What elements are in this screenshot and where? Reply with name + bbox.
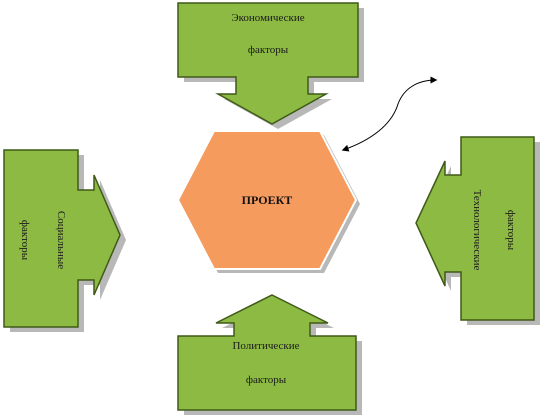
economic-label-line1: Экономические	[231, 12, 304, 24]
technological-label-line2: факторы	[505, 210, 517, 251]
economic-label-line2: факторы	[248, 44, 289, 56]
project-hexagon: ПРОЕКТ	[176, 130, 360, 273]
technological-label-line1: Технологические	[471, 190, 483, 271]
social-callout-shape	[3, 149, 121, 328]
social-factor-callout: Социальные факторы	[3, 149, 126, 332]
political-callout-shape	[177, 294, 357, 411]
technological-callout-shape	[415, 136, 535, 321]
social-label-line1: Социальные	[55, 211, 67, 269]
social-label-line2: факторы	[19, 220, 31, 261]
political-label-line2: факторы	[246, 374, 287, 386]
curved-double-arrow	[341, 76, 438, 152]
political-factor-callout: Политические факторы	[177, 294, 362, 415]
technological-factor-callout: Технологические факторы	[415, 136, 540, 325]
project-hexagon-shape	[176, 130, 358, 270]
economic-callout-shape	[177, 2, 359, 125]
economic-factor-callout: Экономические факторы	[177, 2, 364, 129]
political-label-line1: Политические	[232, 340, 299, 352]
project-label: ПРОЕКТ	[242, 193, 293, 207]
